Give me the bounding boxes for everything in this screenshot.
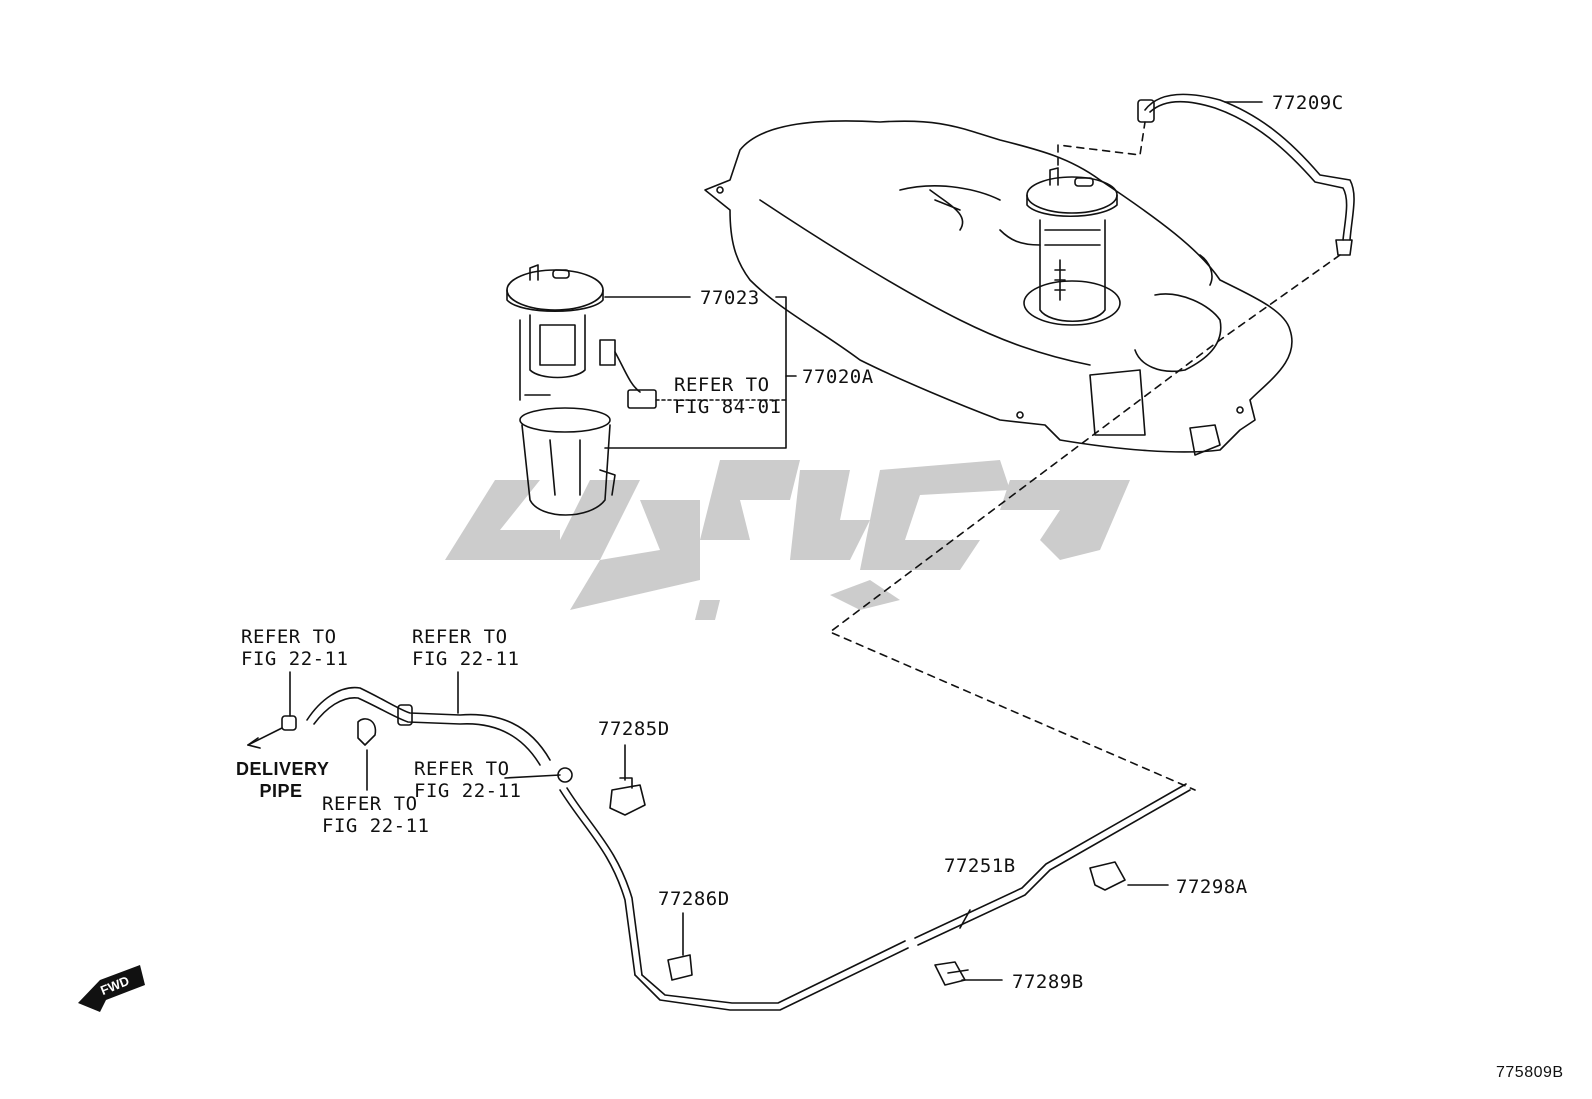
installed-fuel-pump (1023, 167, 1121, 326)
figure-id: 775809B (1496, 1064, 1564, 1081)
part-label-77023: 77023 (700, 287, 760, 309)
part-label-77020a: 77020A (802, 366, 874, 388)
fuel-pump-assembly-77023 (506, 264, 657, 409)
part-label-77298a: 77298A (1176, 876, 1248, 898)
part-label-77251b: 77251B (944, 855, 1016, 877)
dashed-leaders (829, 121, 1341, 791)
clamp-77285d (609, 777, 646, 816)
watermark-logo (445, 460, 1130, 620)
part-label-77285d: 77285D (598, 718, 670, 740)
fwd-arrow (78, 965, 145, 1012)
clamp-77298a (1089, 861, 1126, 891)
assembly-bracket (604, 296, 797, 449)
clamp-77286d (667, 954, 693, 981)
delivery-arrow (247, 727, 283, 749)
hose-77209c (1137, 93, 1355, 256)
fuel-tank (704, 120, 1293, 456)
part-label-77289b: 77289B (1012, 971, 1084, 993)
part-leader-lines (289, 101, 1263, 981)
part-label-77209c: 77209C (1272, 92, 1344, 114)
part-label-77286d: 77286D (658, 888, 730, 910)
fuel-pump-cup (519, 407, 616, 516)
clamp-77289b (934, 961, 969, 986)
